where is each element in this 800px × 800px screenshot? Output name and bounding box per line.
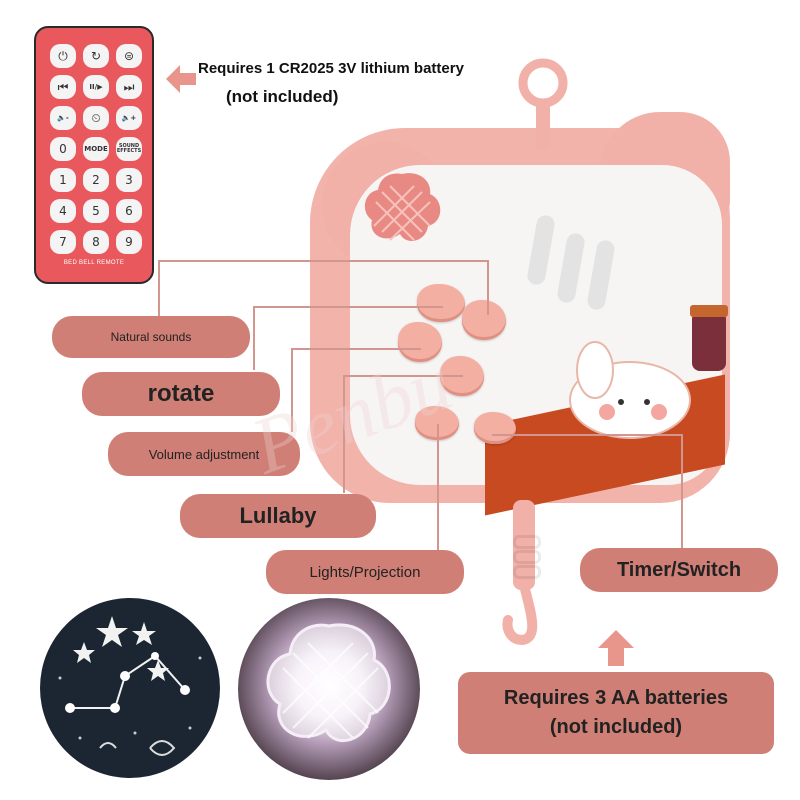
light-dome-glow-image <box>238 598 420 780</box>
hook <box>502 580 538 646</box>
remote-button[interactable]: ⏭ <box>116 75 142 99</box>
label-natural-sounds: Natural sounds <box>52 316 250 358</box>
light-dome <box>364 173 441 241</box>
remote-button[interactable]: 1 <box>50 168 76 192</box>
remote-button[interactable]: ⏲ <box>83 106 109 130</box>
remote-button[interactable]: 🔈+ <box>116 106 142 130</box>
remote-button[interactable]: ⊜ <box>116 44 142 68</box>
device-battery-note: Requires 3 AA batteries (not included) <box>458 672 774 754</box>
remote-button[interactable]: 🔈- <box>50 106 76 130</box>
remote-button[interactable]: 8 <box>83 230 109 254</box>
remote-button[interactable]: 2 <box>83 168 109 192</box>
natural-sounds-button[interactable] <box>462 300 506 340</box>
remote-button[interactable]: 3 <box>116 168 142 192</box>
bunny-illustration <box>569 341 691 439</box>
remote-button[interactable]: 9 <box>116 230 142 254</box>
jar-illustration <box>690 305 728 371</box>
left-arrow-icon <box>166 65 196 93</box>
volume-button[interactable] <box>398 322 442 362</box>
label-lights-projection: Lights/Projection <box>266 550 464 594</box>
hanging-loop <box>518 58 568 150</box>
label-rotate: rotate <box>82 372 280 416</box>
up-arrow-icon <box>598 630 634 666</box>
remote-battery-note: Requires 1 CR2025 3V lithium battery <box>198 60 464 77</box>
remote-button[interactable]: MODE <box>83 137 109 161</box>
label-lullaby: Lullaby <box>180 494 376 538</box>
remote-button[interactable]: 0 <box>50 137 76 161</box>
remote-button[interactable]: ↻ <box>83 44 109 68</box>
remote-button[interactable]: 5 <box>83 199 109 223</box>
rotate-button[interactable] <box>417 284 465 322</box>
remote-button[interactable]: ⏮ <box>50 75 76 99</box>
remote-battery-note-sub: (not included) <box>226 87 339 106</box>
remote-button[interactable]: 7 <box>50 230 76 254</box>
remote-button[interactable]: ⏻ <box>50 44 76 68</box>
remote-button[interactable]: II/▶ <box>83 75 109 99</box>
remote-button[interactable]: SOUND EFFECTS <box>116 137 142 161</box>
timer-switch-button[interactable] <box>474 412 516 444</box>
label-timer-switch: Timer/Switch <box>580 548 778 592</box>
remote-button[interactable]: 6 <box>116 199 142 223</box>
remote-label: BED BELL REMOTE <box>63 260 125 266</box>
remote-button[interactable]: 4 <box>50 199 76 223</box>
star-projection-image <box>40 598 220 778</box>
label-volume-adjustment: Volume adjustment <box>108 432 300 476</box>
